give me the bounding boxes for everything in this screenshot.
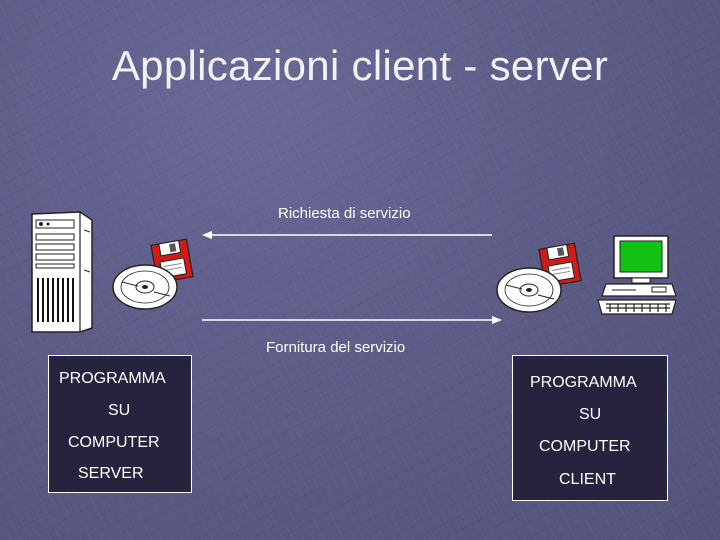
client-box-line-1: PROGRAMMA	[530, 374, 637, 391]
server-box-line-1: PROGRAMMA	[59, 370, 166, 387]
server-tower-icon	[31, 211, 93, 333]
desktop-computer-icon	[597, 235, 677, 315]
request-arrow	[202, 231, 492, 239]
server-box-line-2: SU	[108, 402, 131, 419]
cd-disk-icon	[112, 264, 178, 310]
response-label: Fornitura del servizio	[266, 339, 406, 356]
client-box-line-2: SU	[579, 406, 602, 423]
client-box-line-3: COMPUTER	[539, 438, 631, 455]
server-box-line-3: COMPUTER	[68, 434, 160, 451]
slide-title: Applicazioni client - server	[111, 42, 609, 89]
client-box-line-4: CLIENT	[559, 471, 616, 488]
server-box-line-4: SERVER	[78, 465, 144, 482]
server-program-box: PROGRAMMA SU COMPUTER SERVER	[48, 355, 192, 493]
response-arrow	[202, 316, 502, 324]
cd-disk-icon	[496, 267, 562, 313]
request-label: Richiesta di servizio	[278, 205, 411, 222]
client-program-box: PROGRAMMA SU COMPUTER CLIENT	[512, 355, 668, 501]
